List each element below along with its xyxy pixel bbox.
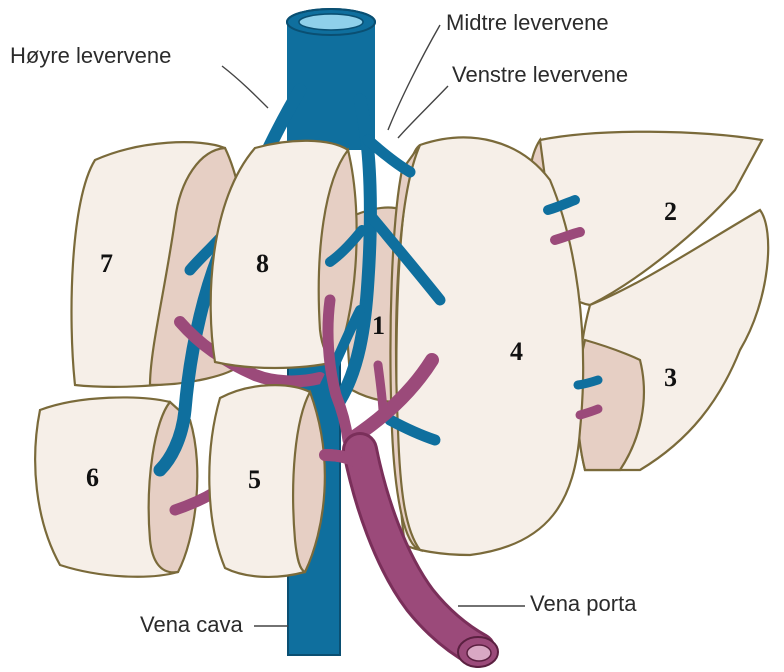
- segment-8-label: 8: [256, 249, 269, 278]
- segment-7-label: 7: [100, 249, 113, 278]
- label-vena-porta: Vena porta: [530, 591, 637, 616]
- segment-3-label: 3: [664, 363, 677, 392]
- label-hoyre-levervene: Høyre levervene: [10, 43, 171, 68]
- segment-2-label: 2: [664, 197, 677, 226]
- segment-4-lobe: [390, 138, 583, 555]
- segment-1-label: 1: [372, 311, 385, 340]
- segment-5-label: 5: [248, 465, 261, 494]
- segment-4-label: 4: [510, 337, 523, 366]
- label-midtre-levervene: Midtre levervene: [446, 10, 609, 35]
- segment-6-lobe: [35, 397, 197, 576]
- segment-6-label: 6: [86, 463, 99, 492]
- segment-5-lobe: [209, 385, 325, 577]
- label-vena-cava: Vena cava: [140, 612, 244, 637]
- label-venstre-levervene: Venstre levervene: [452, 62, 628, 87]
